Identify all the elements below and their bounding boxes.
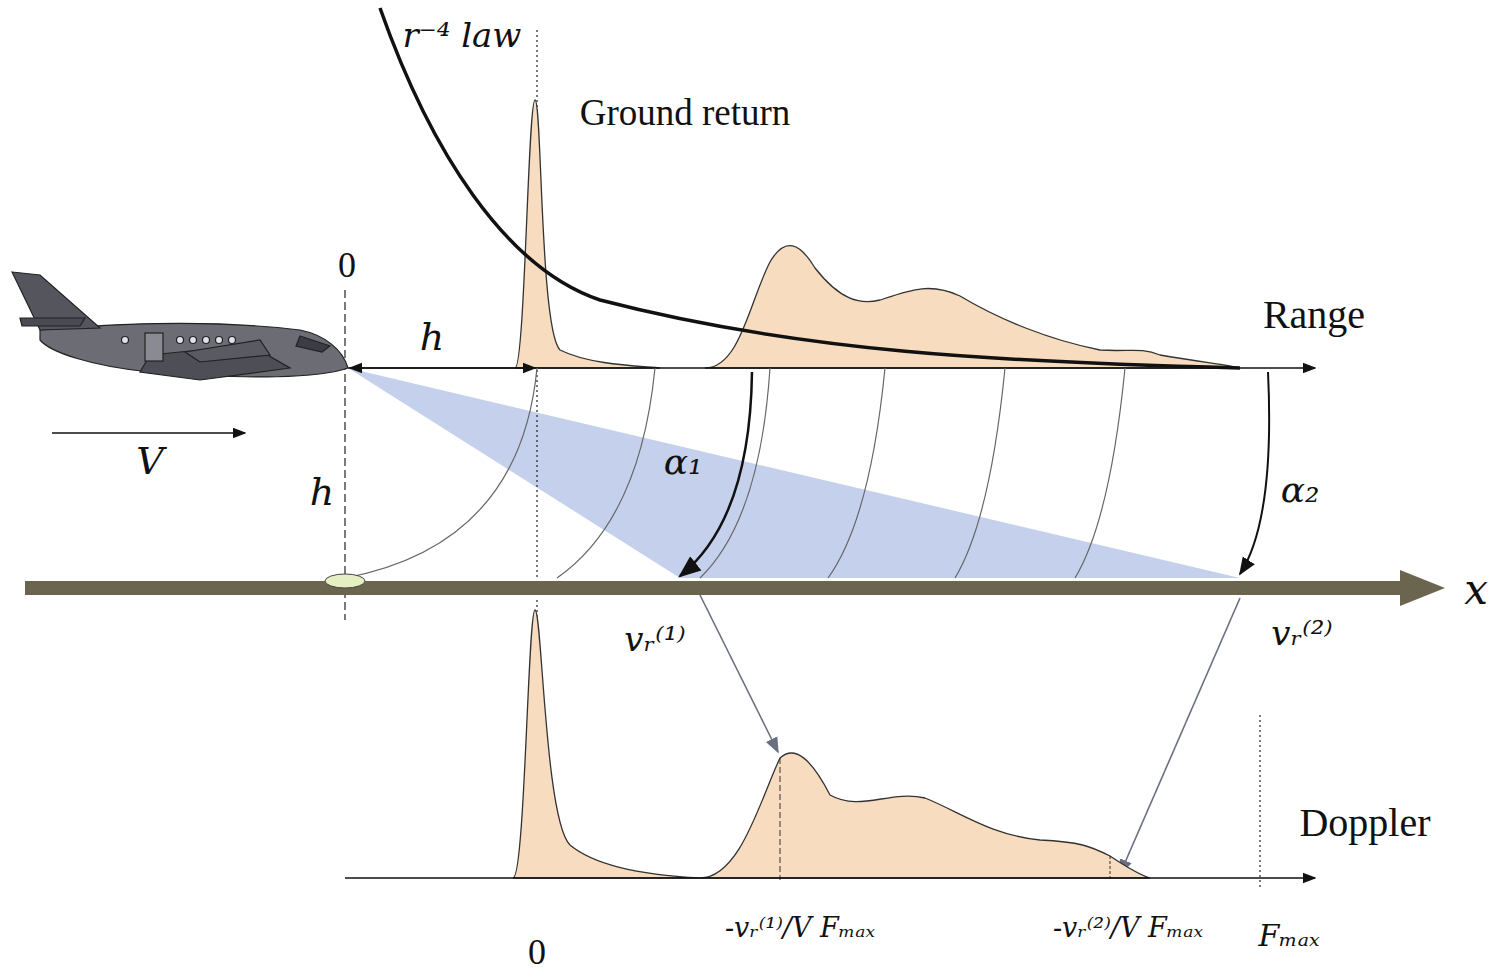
- ground-arrowhead: [1400, 570, 1445, 606]
- dimension-label: h: [310, 472, 334, 514]
- range-axis: [348, 367, 1315, 369]
- mapping-arrow: [1120, 598, 1240, 874]
- peak-label: Ground return: [580, 93, 791, 134]
- velocity-arrow: [52, 432, 245, 434]
- velocity-label: V: [136, 441, 163, 483]
- doppler-ground-peak: [513, 610, 700, 878]
- doppler-axis: [345, 877, 1315, 879]
- aircraft: [12, 272, 348, 380]
- mapping-arrow: [700, 595, 778, 752]
- radar-beam: [348, 368, 1240, 578]
- range-return: [705, 246, 1240, 368]
- iso-range-arcs: [345, 368, 1125, 578]
- frequency-label: -vᵣ⁽²⁾/V Fₘₐₓ: [1053, 913, 1203, 943]
- ground: [25, 581, 1405, 595]
- curve-label: r⁻⁴ law: [403, 17, 522, 54]
- velocity-label: vᵣ⁽²⁾: [1271, 615, 1332, 652]
- axis-label: Doppler: [1299, 801, 1430, 845]
- footprint: [325, 574, 365, 588]
- angle-label: α₂: [1281, 470, 1320, 510]
- tick: [780, 758, 781, 880]
- nadir-guide: [344, 290, 345, 620]
- velocity-label: vᵣ⁽¹⁾: [624, 621, 685, 658]
- r4-curve: [380, 8, 1240, 368]
- tick: [1110, 856, 1111, 880]
- doppler-return: [700, 753, 1150, 878]
- angle-label: α₁: [664, 442, 703, 482]
- origin-label: 0: [528, 933, 546, 973]
- alpha2-arrow: [1240, 372, 1269, 574]
- ground-return-peak: [515, 100, 660, 368]
- origin-label: 0: [338, 246, 356, 286]
- frequency-label: -vᵣ⁽¹⁾/V Fₘₐₓ: [725, 913, 875, 943]
- altitude-dim: [350, 367, 535, 369]
- frequency-label: Fₘₐₓ: [1258, 919, 1319, 952]
- axis-label: x: [1464, 567, 1488, 613]
- dimension-label: h: [420, 317, 444, 359]
- axis-label: Range: [1263, 293, 1365, 337]
- fmax-guide: [1259, 715, 1260, 890]
